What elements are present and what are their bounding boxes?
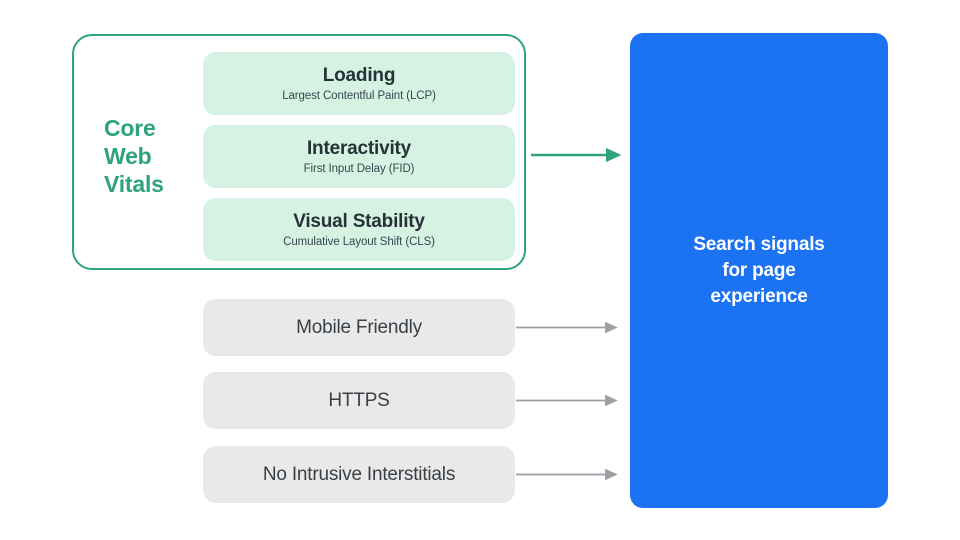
core-web-vitals-group: Core Web Vitals <box>72 34 526 270</box>
metric-subtitle: First Input Delay (FID) <box>303 162 415 175</box>
metric-card-loading: Loading Largest Contentful Paint (LCP) <box>203 52 515 115</box>
result-box-search-signals: Search signals for page experience <box>630 33 888 508</box>
metric-title: Visual Stability <box>293 210 425 232</box>
core-web-vitals-label-line-3: Vitals <box>104 171 164 197</box>
signal-card-https: HTTPS <box>203 372 515 429</box>
metric-title: Interactivity <box>306 137 412 159</box>
signal-card-mobile-friendly: Mobile Friendly <box>203 299 515 356</box>
result-text-line-1: Search signals <box>693 233 825 255</box>
signal-label: Mobile Friendly <box>296 316 422 338</box>
metric-title: Loading <box>322 64 396 86</box>
core-web-vitals-label: Core Web Vitals <box>104 114 214 198</box>
metric-subtitle: Largest Contentful Paint (LCP) <box>282 89 436 102</box>
metric-card-interactivity: Interactivity First Input Delay (FID) <box>203 125 515 188</box>
result-text-line-3: experience <box>710 285 808 307</box>
signal-card-no-intrusive-interstitials: No Intrusive Interstitials <box>203 446 515 503</box>
result-text-line-2: for page <box>722 259 796 281</box>
metric-card-visual-stability: Visual Stability Cumulative Layout Shift… <box>203 198 515 261</box>
result-text: Search signals for page experience <box>693 232 825 310</box>
core-web-vitals-label-line-1: Core <box>104 115 156 141</box>
signal-label: HTTPS <box>328 389 390 411</box>
core-web-vitals-label-line-2: Web <box>104 143 152 169</box>
signal-label: No Intrusive Interstitials <box>262 463 456 485</box>
metric-subtitle: Cumulative Layout Shift (CLS) <box>283 235 435 248</box>
